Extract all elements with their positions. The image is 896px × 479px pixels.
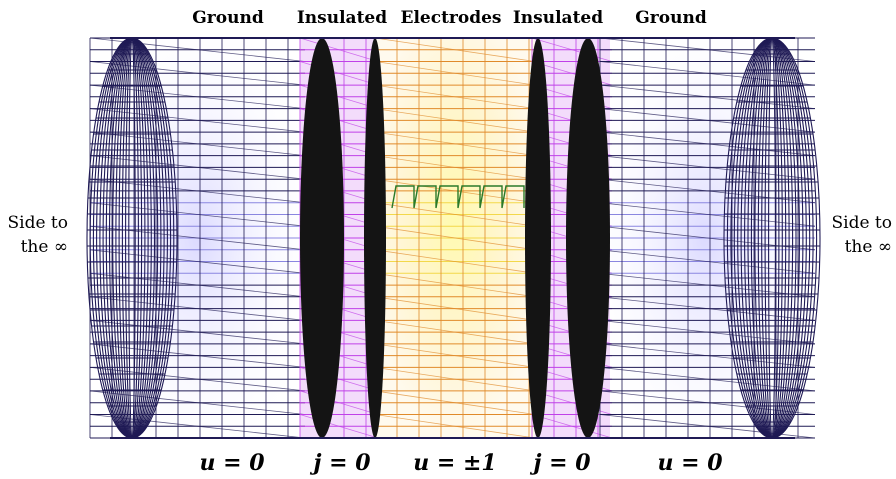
mesh-diagonal [374, 202, 536, 227]
mesh-diagonal [89, 108, 306, 133]
mesh-diagonal [374, 131, 536, 156]
mesh-diagonal [599, 108, 816, 133]
label-insulated-left: Insulated [296, 8, 388, 28]
label-electrodes: Electrodes [400, 8, 502, 28]
electrode-wire-line [391, 185, 525, 209]
label-ground-right: Ground [635, 8, 707, 28]
mesh-diagonal [374, 367, 536, 392]
side-left-line1: Side to [7, 213, 69, 233]
mesh-diagonal [374, 225, 536, 251]
mesh-diagonal [374, 320, 536, 345]
mesh-diagonal [374, 296, 536, 321]
mesh-diagonal [89, 343, 306, 368]
condition-insulated-left: j = 0 [313, 450, 371, 476]
mesh-diagonal [374, 37, 536, 62]
side-right-line2: the ∞ [844, 237, 892, 257]
mesh-diagonal [531, 37, 613, 62]
mesh-diagonal [374, 84, 536, 109]
insulated-disk-left [300, 38, 344, 438]
mesh-diagonal [299, 37, 379, 62]
mesh-diagonal [599, 296, 816, 321]
insulated-disk-right [566, 38, 610, 438]
condition-ground-left: u = 0 [199, 450, 265, 476]
mesh-diagonal [531, 414, 613, 439]
mesh-diagonal [599, 320, 816, 345]
mesh-diagonal [374, 249, 536, 274]
mesh-diagonal [374, 390, 536, 415]
side-label-left: Side to the ∞ [4, 211, 69, 259]
side-label-right: Side to the ∞ [826, 211, 893, 259]
mesh-diagonal [374, 155, 536, 180]
mesh-diagonal [599, 155, 816, 180]
mesh-diagonal [89, 131, 306, 156]
side-left-line2: the ∞ [20, 237, 68, 257]
mesh-diagonal [374, 108, 536, 133]
label-insulated-right: Insulated [512, 8, 604, 28]
condition-ground-right: u = 0 [657, 450, 723, 476]
electrode-wire [391, 185, 525, 209]
mesh-diagonal [374, 343, 536, 368]
mesh-diagonal [89, 414, 306, 439]
mesh-diagonal [374, 61, 536, 86]
electrode-boundary-left [364, 38, 386, 438]
insulated-disks [86, 37, 821, 439]
condition-insulated-right: j = 0 [533, 450, 591, 476]
mesh-diagonal [374, 272, 536, 298]
mesh-diagonal [599, 343, 816, 368]
mesh-diagonal [374, 178, 536, 204]
condition-electrodes: u = ±1 [413, 450, 497, 476]
mesh-diagonal [374, 414, 536, 439]
electrode-boundary-right [525, 38, 551, 438]
mesh-diagonal [599, 131, 816, 156]
label-ground-left: Ground [192, 8, 264, 28]
side-right-line1: Side to [831, 213, 893, 233]
mesh-diagonal [599, 61, 816, 86]
mesh-diagonal [89, 367, 306, 392]
